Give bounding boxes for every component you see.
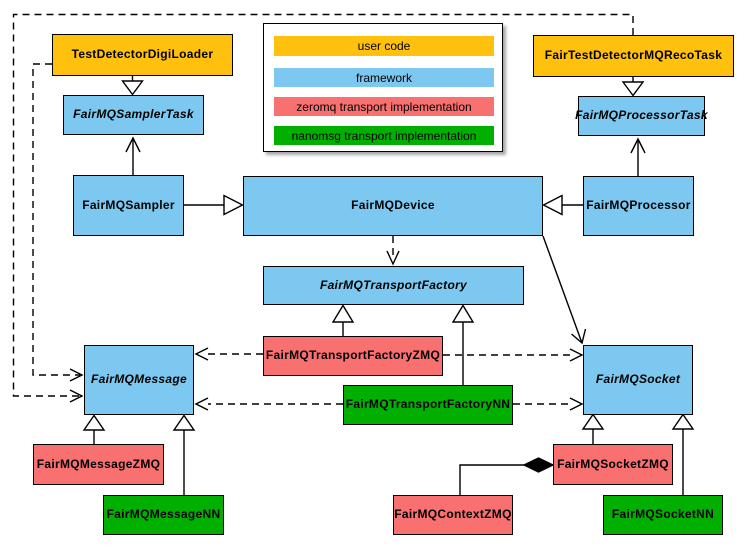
legend-item-framework: framework	[274, 68, 494, 87]
node-label: FairMQSocketZMQ	[557, 456, 669, 471]
node-label: FairMQSocketNN	[611, 507, 715, 522]
edge-assoc-processor-processortask	[630, 137, 646, 176]
node-fairmqdevice: FairMQDevice	[243, 176, 543, 236]
edge-assoc-device-socket	[542, 235, 587, 345]
node-fairmqcontextzmq: FairMQContextZMQ	[393, 495, 513, 535]
edge-assoc-sampler-samplertask	[125, 136, 141, 175]
node-fairmqsampler: FairMQSampler	[73, 175, 184, 236]
legend-label: framework	[355, 70, 412, 85]
legend-label: nanomsg transport implementation	[291, 128, 477, 143]
node-fairmqprocessor: FairMQProcessor	[583, 176, 694, 236]
node-fairmqmessagenn: FairMQMessageNN	[103, 495, 224, 535]
edge-inh-msgnn-message	[172, 414, 196, 495]
edge-dep-tfnn-message	[194, 397, 343, 411]
edge-inh-tfnn-tf	[451, 304, 475, 385]
legend: user code framework zeromq transport imp…	[263, 23, 503, 152]
node-fairmqmessagezmq: FairMQMessageZMQ	[33, 444, 164, 485]
node-label: FairMQMessageNN	[106, 507, 221, 522]
node-label: FairMQTransportFactoryNN	[345, 397, 511, 412]
edge-dep-tfnn-socket	[513, 397, 584, 411]
node-fairmqtransportfactorynn: FairMQTransportFactoryNN	[343, 385, 513, 425]
legend-label: zeromq transport implementation	[296, 99, 472, 114]
node-fairmqsocketzmq: FairMQSocketZMQ	[553, 444, 673, 485]
edge-dep-device-tf	[386, 236, 400, 266]
edge-inh-ftdmqrt-processortask	[621, 77, 645, 97]
node-testdetectordigiloader: TestDetectorDigiLoader	[52, 34, 233, 76]
edge-inh-tddl-samplertask	[121, 76, 144, 96]
node-fairmqtransportfactory: FairMQTransportFactory	[263, 266, 524, 305]
edge-inh-msgzmq-message	[82, 414, 106, 444]
node-label: FairMQSampler	[82, 197, 175, 212]
edge-inh-socknn-socket	[671, 413, 695, 495]
node-label: FairMQProcessorTask	[575, 108, 708, 123]
node-fairmqprocessortask: FairMQProcessorTask	[575, 96, 708, 136]
legend-item-user-code: user code	[274, 36, 494, 56]
edge-inh-sockzmq-socket	[581, 413, 605, 444]
node-label: FairMQProcessor	[586, 198, 691, 213]
edge-inh-tfzmq-tf	[331, 304, 355, 336]
edge-dep-tfzmq-message	[194, 347, 263, 361]
node-label: FairMQMessage	[91, 372, 187, 387]
node-fairmqtransportfactoryzmq: FairMQTransportFactoryZMQ	[263, 336, 443, 376]
node-fairmqmessage: FairMQMessage	[84, 345, 194, 415]
node-fairmqsamplertask: FairMQSamplerTask	[63, 95, 204, 135]
node-fairtestdetectormqrecotask: FairTestDetectorMQRecoTask	[533, 35, 734, 77]
node-fairmqsocketnn: FairMQSocketNN	[603, 495, 723, 535]
edge-inh-sampler-device	[184, 194, 245, 216]
node-label: FairMQContextZMQ	[394, 507, 512, 522]
node-label: FairMQSamplerTask	[73, 107, 194, 122]
node-label: FairMQTransportFactory	[319, 277, 468, 292]
legend-label: user code	[357, 39, 411, 53]
edge-comp-ctxzmq-sockzmq	[459, 457, 555, 495]
node-label: FairTestDetectorMQRecoTask	[544, 48, 723, 63]
node-label: TestDetectorDigiLoader	[71, 47, 214, 62]
node-label: FairMQSocket	[595, 372, 681, 387]
edge-dep-tddl-message	[32, 63, 84, 382]
edge-inh-processor-device	[541, 194, 583, 216]
node-label: FairMQTransportFactoryZMQ	[265, 348, 441, 363]
edge-dep-ftdmqrt-message	[12, 13, 634, 403]
node-label: FairMQDevice	[351, 198, 435, 213]
node-label: FairMQMessageZMQ	[36, 456, 161, 471]
legend-item-nanomsg: nanomsg transport implementation	[274, 126, 494, 145]
legend-item-zeromq: zeromq transport implementation	[274, 97, 494, 116]
edge-dep-tfzmq-socket	[443, 348, 584, 362]
node-fairmqsocket: FairMQSocket	[583, 345, 693, 415]
